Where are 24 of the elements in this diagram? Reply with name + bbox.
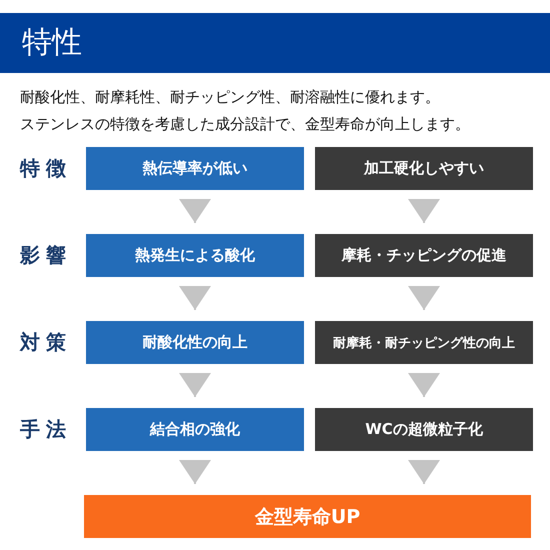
process-box: WCの超微粒子化 [315,408,533,451]
down-arrow [408,373,440,397]
process-box: 結合相の強化 [86,408,304,451]
down-arrow [408,199,440,223]
down-arrow [408,286,440,310]
down-arrow [179,460,211,484]
process-box: 加工硬化しやすい [315,147,533,190]
intro-text: 耐酸化性、耐摩耗性、耐チッピング性、耐溶融性に優れます。 [20,88,440,107]
row-label: 影響 [20,242,72,269]
down-arrow [179,373,211,397]
process-box: 熱発生による酸化 [86,234,304,277]
process-box: 耐酸化性の向上 [86,321,304,364]
row-label: 特徴 [20,155,72,182]
process-box: 耐摩耗・耐チッピング性の向上 [315,321,533,364]
down-arrow [179,286,211,310]
process-box: 摩耗・チッピングの促進 [315,234,533,277]
title: 特性 [22,24,82,62]
row-label: 手法 [20,416,72,443]
row-label: 対策 [20,329,72,356]
result-box: 金型寿命UP [84,495,531,538]
intro-text: ステンレスの特徴を考慮した成分設計で、金型寿命が向上します。 [20,115,470,134]
down-arrow [179,199,211,223]
down-arrow [408,460,440,484]
process-box: 熱伝導率が低い [86,147,304,190]
